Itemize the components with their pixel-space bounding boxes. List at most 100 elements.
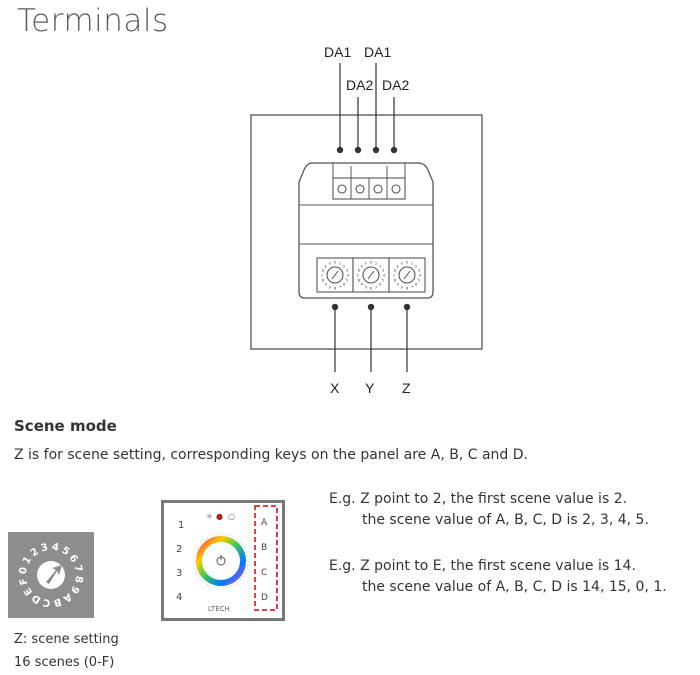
dial-label-z: Z	[402, 380, 411, 396]
color-wheel	[196, 536, 246, 586]
panel-key-4: 4	[176, 592, 182, 603]
dial-character: B	[52, 596, 62, 608]
switch-digit: F	[365, 261, 367, 265]
dial-character: F	[18, 577, 30, 586]
switch-digit: E	[361, 264, 364, 268]
dial-label-x: X	[330, 380, 340, 396]
terminal-screw	[337, 184, 347, 194]
switch-digit: 2	[343, 264, 345, 268]
dial-label-y: Y	[365, 380, 375, 396]
panel-key-c: C	[261, 568, 267, 578]
switch-digit: 7	[375, 286, 377, 290]
terminal-screw	[391, 184, 401, 194]
switch-digit: 8	[370, 287, 373, 291]
bottom-leads	[331, 303, 411, 372]
switch-digit: 2	[379, 264, 381, 268]
switch-digit: 1	[339, 261, 341, 265]
switch-digit: D	[394, 269, 397, 273]
dial-character: A	[61, 591, 74, 605]
switch-digit: 5	[346, 278, 348, 282]
switch-digit: 3	[382, 269, 384, 273]
terminal-label-da1-right: DA1	[364, 44, 392, 60]
dial-character: 7	[72, 564, 84, 573]
dial-character: 9	[68, 584, 81, 596]
switch-digit: B	[358, 278, 361, 282]
panel-key-3: 3	[176, 568, 182, 579]
dial-character: 6	[67, 553, 80, 565]
switch-pointer	[331, 270, 339, 280]
example-1-line2: the scene value of A, B, C, D is 2, 3, 4…	[362, 512, 649, 528]
switch-digit: 9	[401, 286, 404, 290]
switch-digit: 0	[334, 261, 337, 265]
terminal-label-da2-right: DA2	[382, 77, 410, 93]
dial-character: 4	[51, 542, 60, 554]
dial-character: 0	[18, 566, 30, 575]
switch-digit: 9	[329, 286, 332, 290]
switch-pointer	[367, 270, 375, 280]
lead-dot	[336, 146, 344, 154]
switch-digit: 7	[339, 286, 341, 290]
switch-digit: 6	[415, 283, 418, 287]
switch-digit: 5	[382, 278, 384, 282]
switch-digit: 8	[334, 287, 337, 291]
sun-icon: ✳	[206, 512, 213, 521]
switch-knob	[362, 266, 380, 284]
outer-frame	[250, 114, 483, 350]
dial-character: 2	[29, 546, 41, 559]
switch-digit: 0	[370, 261, 373, 265]
dial-character: 1	[21, 555, 34, 567]
panel-key-a: A	[261, 518, 268, 528]
dial-character: C	[42, 596, 51, 608]
brand-logo: LTECH	[208, 605, 230, 613]
switch-digit: A	[325, 283, 328, 287]
terminal-label-da1-left: DA1	[324, 44, 352, 60]
switch-digit: 6	[343, 283, 346, 287]
switch-digit: 6	[379, 283, 382, 287]
switch-digit: 2	[415, 264, 417, 268]
switch-digit: 1	[411, 261, 413, 265]
switch-digit: 4	[347, 274, 350, 278]
switch-digit: 4	[419, 274, 422, 278]
panel-key-b: B	[261, 543, 267, 553]
section-description: Z is for scene setting, corresponding ke…	[14, 447, 528, 463]
page-title: Terminals	[17, 3, 169, 39]
switch-digit: C	[321, 274, 324, 278]
switch-pointer	[403, 270, 411, 280]
lead-dot	[354, 146, 362, 154]
terminal-label-da2-left: DA2	[346, 77, 374, 93]
switch-digit: 4	[383, 274, 386, 278]
arrow-icon	[46, 565, 62, 584]
switch-digit: 3	[346, 269, 348, 273]
panel-key-1: 1	[178, 520, 184, 531]
switch-knob	[398, 266, 416, 284]
example-2: E.g. Z point to E, the first scene value…	[329, 556, 667, 598]
switch-digit: C	[393, 274, 396, 278]
switch-digit: 3	[418, 269, 420, 273]
switch-digit: B	[322, 278, 325, 282]
top-leads	[336, 63, 398, 154]
example-1: E.g. Z point to 2, the first scene value…	[329, 489, 649, 531]
lead-dot	[390, 146, 398, 154]
switch-digit: E	[397, 264, 400, 268]
switch-digit: 8	[406, 287, 409, 291]
switch-digit: D	[322, 269, 325, 273]
terminal-screw	[373, 184, 383, 194]
panel-illustration: 1 2 3 4 ✳ ● ○ LTECH A B C D	[161, 500, 285, 621]
panel-key-d: D	[261, 593, 268, 603]
drop-icon: ●	[216, 512, 223, 521]
dial-character: E	[22, 585, 35, 597]
terminal-screw	[355, 184, 365, 194]
switch-digit: F	[401, 261, 403, 265]
example-1-line1: E.g. Z point to 2, the first scene value…	[329, 491, 628, 507]
example-2-line2: the scene value of A, B, C, D is 14, 15,…	[362, 579, 667, 595]
switch-digit: A	[361, 283, 364, 287]
switch-digit: E	[325, 264, 328, 268]
switch-digit: C	[357, 274, 360, 278]
dial-caption-line2: 16 scenes (0-F)	[14, 655, 115, 670]
lead-dot	[372, 146, 380, 154]
section-heading: Scene mode	[14, 417, 117, 435]
switch-digit: 1	[375, 261, 377, 265]
